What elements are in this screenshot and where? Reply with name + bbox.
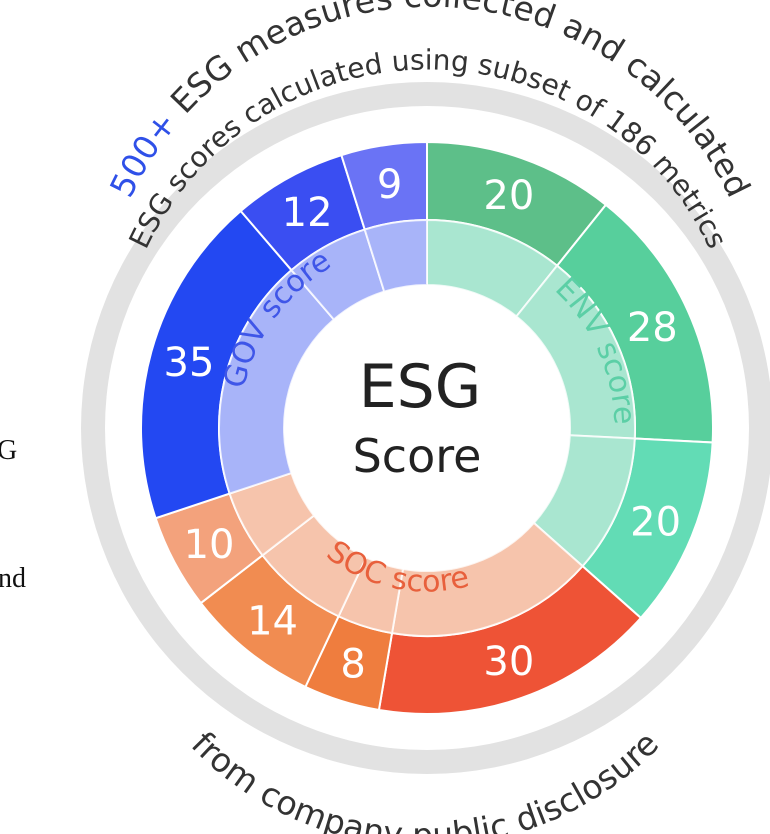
segment-value-label: 20 bbox=[483, 173, 534, 219]
segment-value-label: 10 bbox=[184, 522, 235, 568]
clipped-text-line-2: nd bbox=[0, 563, 26, 594]
center-white-disc bbox=[284, 285, 570, 571]
segment-value-label: 35 bbox=[164, 340, 215, 386]
segment-value-label: 8 bbox=[340, 642, 365, 688]
segment-value-label: 12 bbox=[282, 190, 333, 236]
segment-value-label: 28 bbox=[627, 305, 678, 351]
center-subtitle: Score bbox=[353, 429, 482, 483]
center-title: ESG bbox=[359, 352, 482, 422]
segment-value-label: 14 bbox=[247, 599, 298, 645]
clipped-text-line-1: G bbox=[0, 435, 18, 466]
segment-value-label: 20 bbox=[630, 500, 681, 546]
segment-value-label: 30 bbox=[483, 639, 534, 685]
segment-value-label: 9 bbox=[377, 162, 402, 208]
outer-arc-prefix: 500+ bbox=[102, 104, 184, 203]
